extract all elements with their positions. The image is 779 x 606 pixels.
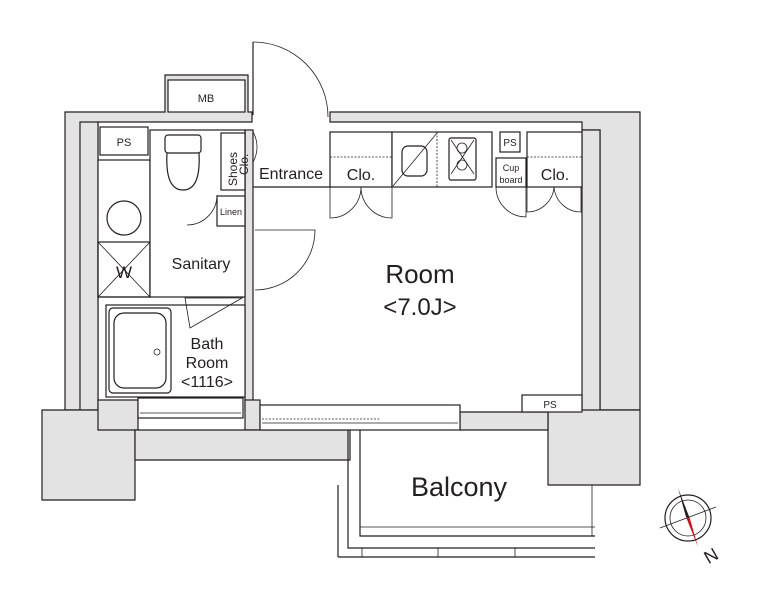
- sink-icon: [401, 145, 428, 177]
- bath-door[interactable]: [184, 297, 244, 329]
- compass-icon: N: [659, 488, 722, 568]
- toilet-icon: [164, 134, 202, 191]
- closet-1-label: Clo.: [347, 167, 375, 184]
- ps-label-kitchen: PS: [503, 138, 517, 149]
- walls: [41, 74, 641, 501]
- balcony: [337, 430, 595, 558]
- shoes-label-2: Clo.: [237, 154, 251, 175]
- sanitary-door[interactable]: [254, 229, 316, 291]
- bath-room: [105, 304, 246, 398]
- closet-2-doors[interactable]: [526, 186, 582, 213]
- balcony-label: Balcony: [411, 472, 508, 502]
- shoes-label: Shoes: [226, 152, 240, 186]
- ps-box-left: [99, 126, 149, 156]
- bathtub-icon: [108, 307, 172, 394]
- closet-2: [526, 131, 583, 188]
- bath-size: <1116>: [181, 374, 233, 391]
- shoes-closet: [220, 132, 246, 191]
- ps-label: PS: [117, 137, 132, 149]
- cupboard-label: Cup: [503, 163, 520, 173]
- cupboard: [495, 157, 527, 188]
- washer-label: W: [116, 263, 132, 282]
- closet-2-label: Clo.: [541, 167, 569, 184]
- compass-north-label: N: [701, 544, 722, 568]
- room-label: Room: [385, 259, 454, 289]
- ps-box-kitchen: [499, 131, 521, 153]
- ps-label-room: PS: [543, 400, 557, 411]
- bath-label: Bath: [191, 336, 224, 353]
- closet-1: [329, 131, 393, 188]
- bath-window: [137, 397, 244, 419]
- linen-box: [216, 195, 246, 227]
- mb-box: [167, 79, 246, 113]
- closet-1-doors[interactable]: [329, 186, 393, 219]
- room-window: [259, 404, 461, 431]
- entrance-door-arc: [252, 41, 329, 118]
- washer-area: W: [97, 159, 151, 298]
- linen-label: Linen: [220, 207, 242, 217]
- ps-box-room: [521, 394, 583, 413]
- sanitary-label: Sanitary: [172, 256, 231, 273]
- bath-label-2: Room: [186, 355, 229, 372]
- mb-label: MB: [198, 93, 215, 105]
- cupboard-label-2: board: [499, 175, 522, 185]
- stove-icon: [448, 137, 477, 181]
- entrance-label: Entrance: [259, 166, 323, 183]
- room-size: <7.0J>: [383, 294, 456, 321]
- kitchen-counter: [391, 131, 493, 188]
- shoes-door-arc: [252, 131, 258, 163]
- cupboard-door[interactable]: [495, 186, 527, 218]
